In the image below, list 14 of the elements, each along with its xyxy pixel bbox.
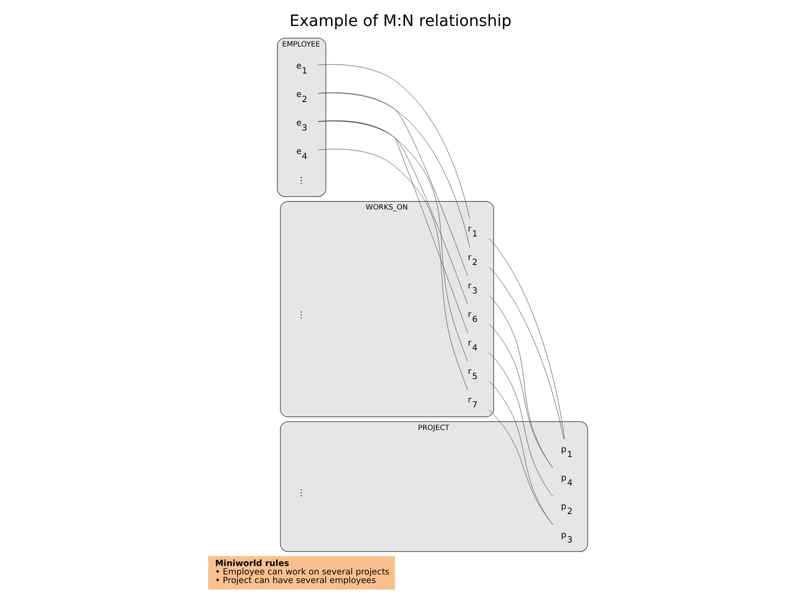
diagram-title: Example of M:N relationship xyxy=(288,10,512,30)
connector xyxy=(317,148,468,390)
node-box: Miniworld rules • Employee can work on several projects • Project can have several employees xyxy=(208,556,395,590)
connector xyxy=(317,64,470,220)
connector xyxy=(488,381,553,526)
connector xyxy=(317,92,470,248)
connector xyxy=(488,352,553,496)
connector xyxy=(488,295,553,468)
connector xyxy=(488,410,553,525)
connector xyxy=(317,92,468,276)
label: ⋮ xyxy=(296,176,306,186)
label: ⋮ xyxy=(296,488,306,499)
label: ⋮ xyxy=(296,310,306,321)
connector xyxy=(488,324,553,468)
